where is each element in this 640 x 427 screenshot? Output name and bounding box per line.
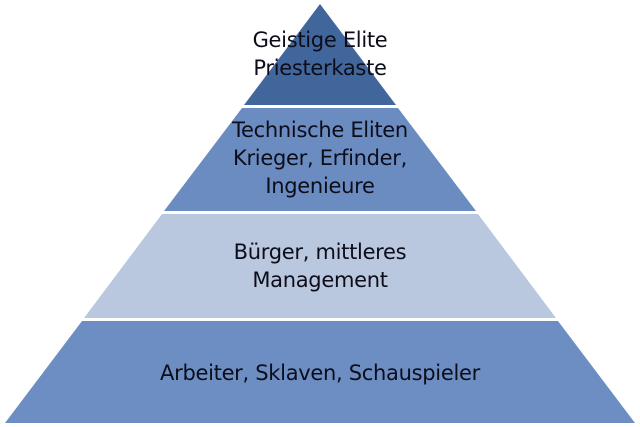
level-3-line-2: Management [252,268,388,292]
level-3-line-1: Bürger, mittleres [233,240,407,264]
level-4-line-1: Arbeiter, Sklaven, Schauspieler [160,361,480,385]
pyramid-level-3-shape [84,214,556,318]
pyramid-level-1-label: Geistige Elite Priesterkaste [0,26,640,82]
pyramid-level-4-label: Arbeiter, Sklaven, Schauspieler [0,359,640,387]
level-2-line-3: Ingenieure [265,174,375,198]
level-1-line-2: Priesterkaste [253,56,387,80]
level-2-line-2: Krieger, Erfinder, [233,146,407,170]
pyramid-level-2-label: Technische Eliten Krieger, Erfinder, Ing… [0,116,640,200]
pyramid-level-2-shape [164,108,476,211]
level-2-line-1: Technische Eliten [232,118,408,142]
pyramid-level-4-shape [5,321,635,423]
pyramid-level-3-label: Bürger, mittleres Management [0,238,640,294]
pyramid-level-1-shape [244,4,396,105]
level-1-line-1: Geistige Elite [252,28,388,52]
